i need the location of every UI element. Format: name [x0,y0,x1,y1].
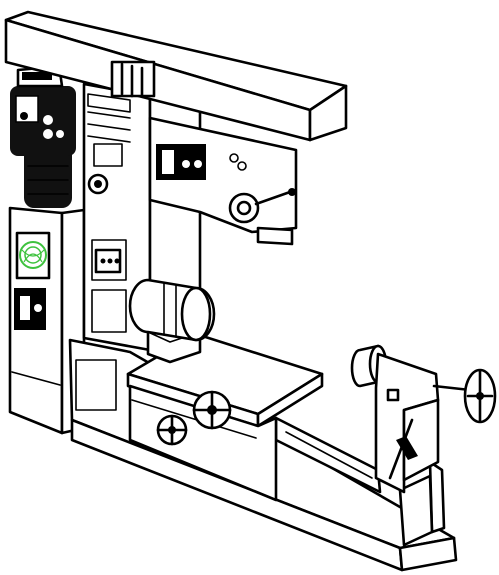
horizontal-spindle [128,278,216,342]
motor-buttons-icon [20,112,64,139]
saddle-handwheel-icon[interactable] [156,414,188,446]
tailstock-handwheel-icon[interactable] [463,368,497,424]
table-handwheel-icon[interactable] [192,390,232,430]
motor [10,66,76,208]
green-indicator-icon [19,241,47,269]
spindle-head [148,116,298,246]
overarm-beam [4,10,348,142]
tailstock [350,344,497,494]
cabinet-switch-panel [14,288,46,330]
spindle-handle-icon [228,188,296,224]
